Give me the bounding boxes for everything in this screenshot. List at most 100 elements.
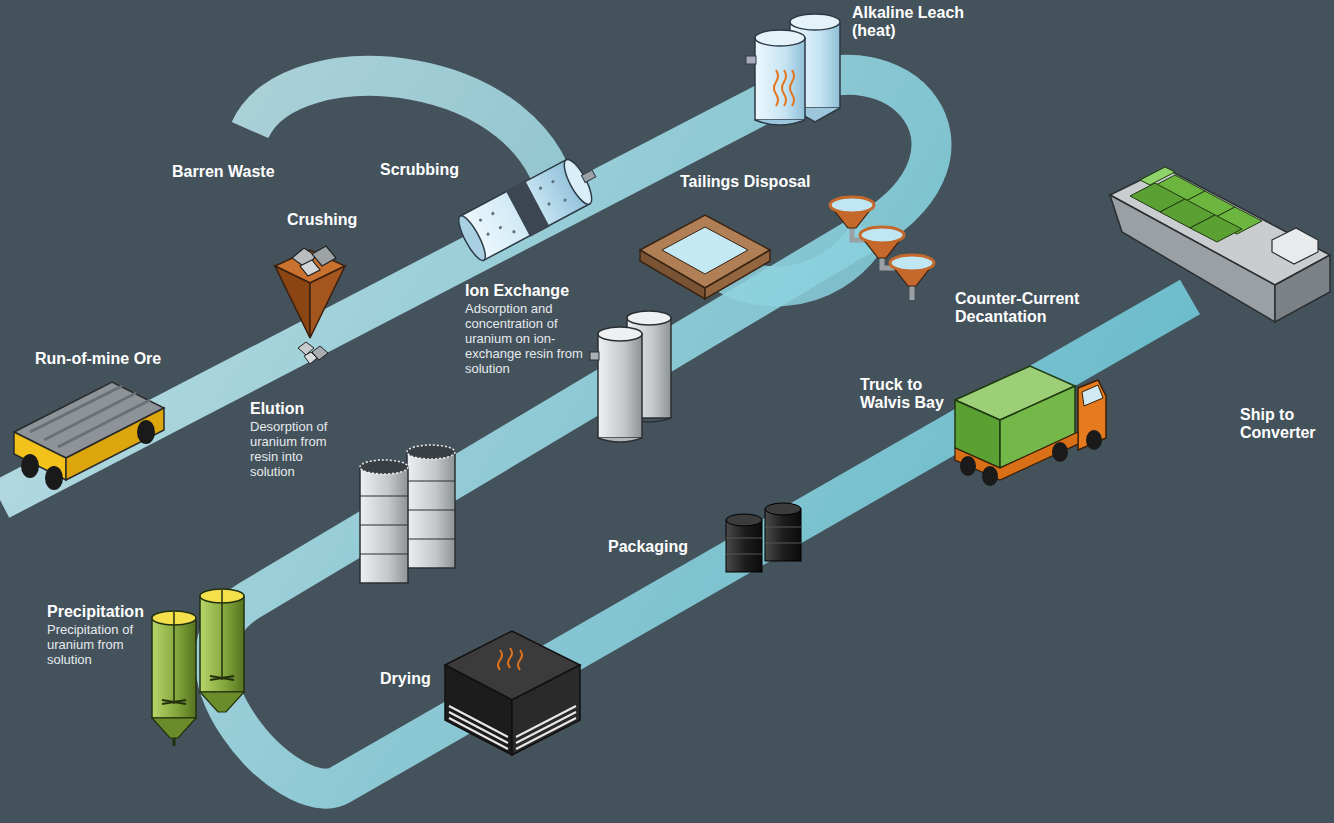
flow-ribbon [0, 75, 1190, 789]
leach-tank-icon [746, 56, 756, 64]
dryer-icon [445, 631, 580, 755]
stage-name: Crushing [287, 211, 357, 229]
packaging-drum-icon [765, 527, 801, 528]
ion-exchange-column-icon [598, 438, 642, 442]
elution-column-icon [360, 445, 455, 583]
road-truck-icon [1078, 380, 1106, 450]
leach-tank-icon [746, 14, 840, 125]
precipitation-tank-icon [152, 718, 196, 738]
tailings-pond-icon [640, 215, 770, 288]
packaging-drum-icon [765, 503, 801, 515]
ion-exchange-column-icon [627, 311, 671, 325]
scrubbing-drum-icon [491, 211, 495, 215]
stage-label: Ion ExchangeAdsorption and concentration… [465, 282, 583, 376]
stage-name: Precipitation [47, 603, 144, 621]
elution-column-icon [407, 539, 455, 540]
road-truck-icon [955, 432, 1078, 480]
scrubbing-drum-icon [478, 218, 482, 222]
flow-ribbon [0, 75, 1190, 789]
cargo-ship-icon [1275, 255, 1330, 322]
stage-label: Crushing [287, 211, 357, 229]
stage-name: Truck to Walvis Bay [860, 376, 950, 412]
elution-column-icon [407, 510, 455, 511]
crusher-icon [275, 266, 310, 338]
stage-label: PrecipitationPrecipitation of uranium fr… [47, 603, 144, 667]
stage-name: Packaging [608, 538, 688, 556]
packaging-drum-icon [726, 503, 801, 572]
dump-truck-icon [45, 466, 63, 490]
scrubbing-drum-icon [506, 180, 550, 236]
scrubbing-drum-icon [581, 170, 595, 183]
stage-name: Ship to Converter [1240, 406, 1328, 442]
scrubbing-drum-icon [486, 232, 490, 236]
scrubbing-drum-icon [563, 198, 567, 202]
leach-tank-icon [755, 120, 805, 125]
precipitation-tank-icon [221, 590, 223, 680]
stage-label: Ship to Converter [1240, 406, 1328, 442]
ion-exchange-column-icon [590, 311, 671, 442]
stage-label: Run-of-mine Ore [35, 350, 161, 368]
packaging-drum-icon [765, 509, 801, 561]
stage-label: Packaging [608, 538, 688, 556]
stage-name: Tailings Disposal [680, 173, 810, 191]
stage-name: Barren Waste [172, 163, 275, 181]
stage-name: Scrubbing [380, 161, 459, 179]
stage-description: Precipitation of uranium from solution [47, 622, 137, 667]
road-truck-icon [982, 466, 998, 486]
elution-column-icon [360, 467, 408, 583]
precipitation-tank-icon [173, 612, 175, 704]
road-truck-icon [1086, 430, 1102, 450]
road-truck-icon [955, 366, 1106, 486]
elution-column-icon [360, 496, 408, 497]
elution-column-icon [360, 460, 408, 474]
tailings-pond-icon [640, 215, 770, 299]
cargo-ship-icon [1110, 167, 1330, 322]
stage-label: ElutionDesorption of uranium from resin … [250, 400, 345, 479]
stage-label: Truck to Walvis Bay [860, 376, 950, 412]
stage-name: Drying [380, 670, 431, 688]
scrubbing-drum-icon [559, 156, 597, 208]
packaging-drum-icon [765, 543, 801, 544]
crusher-icon [312, 246, 336, 266]
scrubbing-drum-icon [512, 230, 516, 234]
dryer-icon [449, 706, 576, 749]
stage-name: Ion Exchange [465, 282, 583, 300]
dump-truck-icon [66, 408, 164, 480]
stage-label: Drying [380, 670, 431, 688]
dump-truck-icon [21, 454, 39, 478]
precipitation-tank-icon [200, 692, 244, 712]
cargo-ship-icon [1110, 195, 1275, 322]
leach-tank-icon [774, 70, 778, 106]
leach-tank-icon [755, 30, 805, 46]
stage-name: Counter-Current Decantation [955, 290, 1095, 326]
cargo-ship-icon [1190, 215, 1242, 242]
crusher-icon [275, 246, 345, 364]
scrubbing-drum-icon [454, 150, 606, 264]
stage-label: Tailings Disposal [680, 173, 810, 191]
packaging-drum-icon [726, 554, 762, 555]
leach-tank-icon [782, 70, 786, 106]
elution-column-icon [407, 481, 455, 482]
stage-description: Desorption of uranium from resin into so… [250, 419, 345, 479]
cargo-ship-icon [1130, 167, 1262, 242]
leach-tank-icon [790, 14, 840, 30]
thickener-icon [830, 197, 934, 300]
precipitation-tank-icon [210, 676, 234, 680]
scrubbing-drum-icon [538, 186, 542, 190]
dryer-icon [498, 648, 522, 670]
elution-column-icon [360, 525, 408, 526]
scrubbing-drum-icon [498, 225, 502, 229]
stage-name: Alkaline Leach (heat) [852, 4, 977, 40]
road-truck-icon [960, 456, 976, 476]
scrubbing-drum-icon [551, 179, 555, 183]
dump-truck-icon [14, 382, 164, 490]
stage-name: Elution [250, 400, 345, 418]
ion-exchange-column-icon [590, 352, 599, 360]
stage-label: Scrubbing [380, 161, 459, 179]
precipitation-tank-icon [152, 589, 244, 746]
road-truck-icon [1082, 385, 1103, 406]
precipitation-tank-icon [173, 738, 176, 746]
elution-column-icon [407, 445, 455, 459]
elution-column-icon [360, 554, 408, 555]
